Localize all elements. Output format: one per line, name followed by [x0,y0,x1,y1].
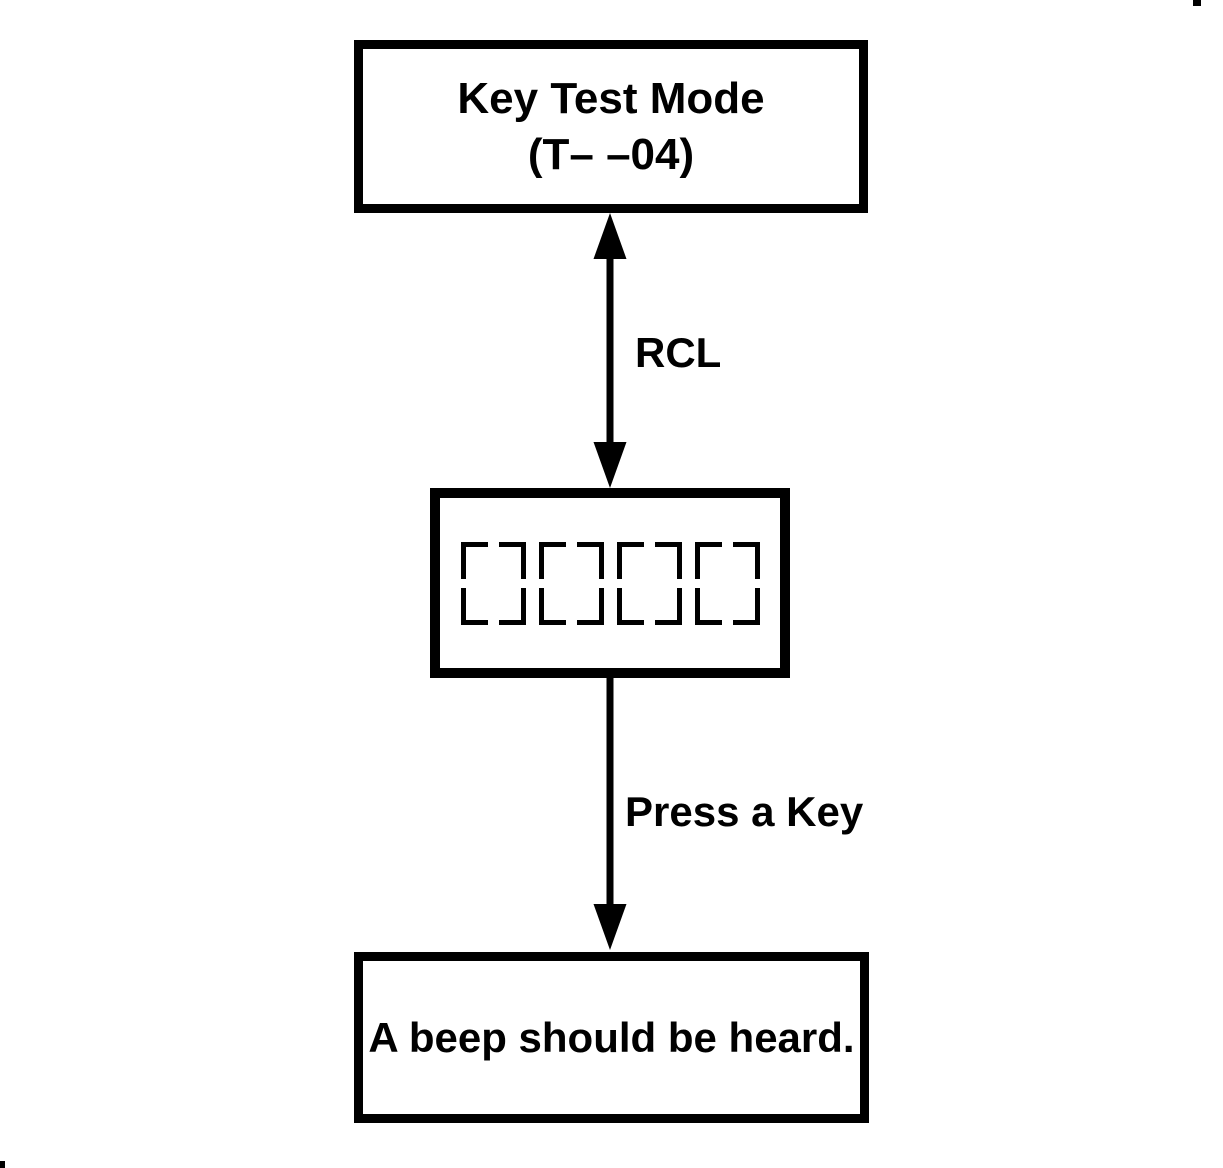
key-test-mode-box: Key Test Mode (T– –04) [354,40,868,213]
seven-segment-digit [460,541,526,625]
seven-segment-digit [616,541,682,625]
beep-result-box: A beep should be heard. [354,952,869,1123]
scan-artifact-top-right [1193,0,1201,6]
down-arrow-icon [593,676,627,950]
seven-segment-digit [694,541,760,625]
scan-artifact-bottom-left [0,1161,5,1168]
key-test-mode-title: Key Test Mode [457,73,765,123]
display-box [430,488,790,678]
beep-result-text: A beep should be heard. [368,1013,855,1061]
rcl-arrow-label: RCL [635,329,722,376]
seven-segment-digit [538,541,604,625]
key-test-mode-code: (T– –04) [527,129,695,179]
double-headed-arrow-icon [593,213,627,488]
segment-display [460,541,760,625]
press-key-arrow-label: Press a Key [625,788,864,835]
